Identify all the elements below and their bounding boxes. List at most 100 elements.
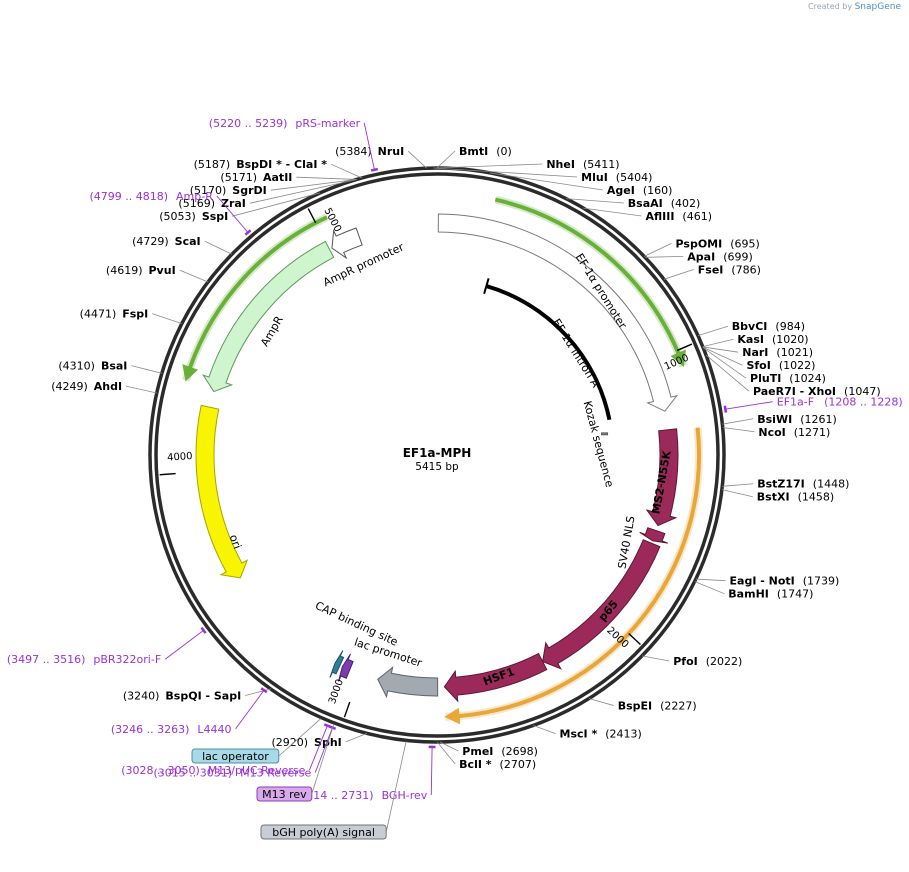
site-aatii: (5171)AatII (220, 171, 292, 184)
primer-name: pRS-marker (295, 117, 360, 130)
site-position: (1022) (779, 359, 816, 372)
site-name: AatII (263, 171, 292, 184)
credit-prefix: Created by (808, 2, 853, 11)
feature-ampr (202, 240, 335, 393)
site-bcli: BclI *(2707) (459, 758, 536, 771)
site-name: PmeI (462, 745, 493, 758)
primer-name: M13/pUC Reverse (208, 764, 306, 777)
site-leader-line (330, 163, 363, 179)
site-leader-line (702, 338, 734, 348)
site-leader-line (588, 698, 614, 706)
site-leader-line (702, 346, 743, 366)
snapgene-credit: Created by SnapGene (808, 2, 901, 12)
primer-prs-marker: (5220 .. 5239)pRS-marker (209, 117, 361, 130)
site-leader-line (439, 741, 459, 752)
primer-m13-puc-reverse: (3028 .. 3050)M13/pUC Reverse (121, 764, 305, 777)
site-leader-line (566, 198, 624, 204)
primer-mark (723, 405, 728, 413)
site-eagi-noti: EagI - NotI (1739) (730, 575, 840, 588)
site-name: BsaI (101, 360, 127, 373)
site-leader-line (270, 179, 357, 191)
site-kasi: KasI(1020) (737, 333, 808, 346)
site-position: (1271) (794, 426, 831, 439)
site-leader-line (152, 313, 182, 325)
site-position: (1024) (789, 372, 826, 385)
primer-leader-line (725, 401, 773, 410)
site-name: FseI (698, 263, 724, 276)
orf-arrow (182, 215, 328, 382)
site-name: BspEI (618, 700, 652, 713)
site-pmei: PmeI(2698) (462, 745, 538, 758)
feature-bgh-poly-a (377, 666, 439, 699)
site-sspi: (5053)SspI (159, 210, 228, 223)
site-position: (1021) (776, 346, 813, 359)
feature-label-ori: ori (227, 533, 244, 551)
site-leader-line (435, 163, 543, 169)
site-leader-line (583, 207, 642, 217)
tick-mark (159, 472, 176, 476)
site-name: AflIII (645, 210, 674, 223)
site-bspqi-sapi: (3240)BspQI - SapI (123, 690, 241, 703)
site-name: EagI - NotI (730, 575, 795, 588)
site-bmti: BmtI (0) (459, 145, 512, 158)
site-leader-line (721, 489, 753, 498)
site-position: (1448) (813, 478, 850, 491)
site-name: NruI (378, 145, 405, 158)
site-position: (4310) (58, 360, 95, 373)
boxed-label-text: M13 rev (262, 788, 307, 801)
site-position: (4249) (51, 380, 88, 393)
primer-bgh-rev: (2714 .. 2731)BGH-rev (295, 789, 428, 802)
site-leader-line (643, 243, 672, 257)
site-name: BmtI (459, 145, 488, 158)
site-leader-line (407, 150, 427, 169)
site-position: (1739) (803, 575, 840, 588)
primer-mark (260, 687, 268, 694)
site-bbvci: BbvCI(984) (732, 320, 805, 333)
primer-range: (1208 .. 1228) (824, 396, 903, 409)
site-msci: MscI *(2413) (560, 728, 642, 741)
site-position: (2227) (660, 700, 697, 713)
site-position: (402) (671, 197, 701, 210)
site-name: PaeR7I - XhoI (753, 385, 836, 398)
site-leader-line (131, 365, 162, 374)
site-name: PvuI (149, 264, 176, 277)
site-fsei: FseI(786) (698, 263, 761, 276)
primer-range: (3015 .. 3031) (154, 766, 233, 779)
primer-mark (244, 229, 252, 236)
primer-range: (3497 .. 3516) (7, 653, 86, 666)
primer-name: Amp-R (176, 190, 213, 203)
site-position: (3240) (123, 690, 160, 703)
site-zrai: (5169)ZraI (178, 197, 245, 210)
site-ahdi: (4249)AhdI (51, 380, 122, 393)
site-ncoi: NcoI(1271) (758, 426, 830, 439)
primer-range: (3246 .. 3263) (111, 723, 190, 736)
site-position: (2413) (605, 728, 642, 741)
site-leader-line (722, 427, 755, 433)
plasmid-name: EF1a-MPH (403, 446, 472, 460)
site-position: (4471) (80, 308, 117, 321)
site-position: (5169) (178, 197, 215, 210)
site-bspdi-clai: (5187)BspDI * - ClaI * (194, 158, 328, 171)
site-bsaai: BsaAI(402) (628, 197, 701, 210)
site-name: MluI (581, 171, 608, 184)
site-name: PluTI (750, 372, 781, 385)
site-pluti: PluTI (1024) (750, 372, 826, 385)
primer-m13-reverse: (3015 .. 3031) M13 Reverse (154, 766, 312, 779)
site-position: (5384) (335, 145, 372, 158)
site-leader-line (705, 354, 750, 392)
site-position: (0) (496, 145, 512, 158)
site-position: (695) (730, 237, 760, 250)
feature-lac-promoter (338, 653, 354, 682)
site-leader-line (641, 655, 670, 662)
feature-hsf1 (443, 652, 548, 703)
site-name: BbvCI (732, 320, 768, 333)
site-name: BsiWI (757, 413, 792, 426)
site-leader-line (722, 418, 754, 425)
primer-name: M13 Reverse (240, 766, 311, 779)
site-fspi: (4471)FspI (80, 308, 149, 321)
site-position: (4729) (132, 235, 169, 248)
site-mlui: MluI(5404) (581, 171, 652, 184)
primer-leader-line (309, 725, 328, 771)
